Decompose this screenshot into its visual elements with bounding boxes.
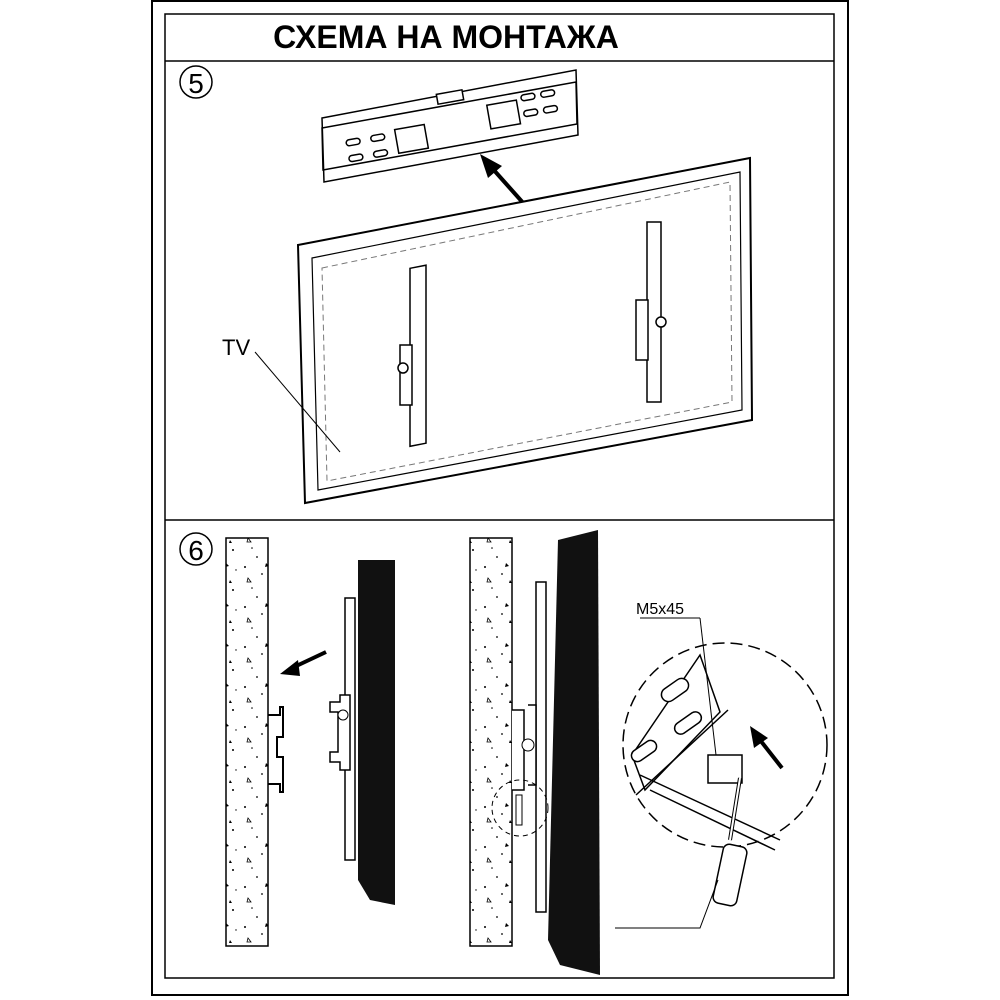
arrow-head-icon (480, 154, 502, 178)
tv-bracket-left (397, 264, 427, 448)
leader-line (254, 351, 341, 453)
arrow-head-icon (280, 660, 300, 676)
step-number-badge (179, 532, 213, 566)
step-6: 6 (179, 530, 828, 975)
wall-plate (321, 69, 579, 183)
detail-view (622, 642, 828, 907)
wall-plate-side (268, 706, 284, 793)
tv-label: TV (222, 335, 250, 360)
wall (469, 537, 513, 947)
step-number: 6 (188, 535, 204, 566)
tv-bracket-right (635, 221, 667, 403)
wall (225, 537, 269, 947)
step-number-badge (179, 65, 213, 99)
step-number: 5 (188, 68, 204, 99)
tv-back (296, 156, 754, 505)
detail-circle (491, 779, 549, 837)
tv-panel (548, 530, 600, 975)
inner-frame (164, 13, 835, 979)
arrow-head-icon (750, 726, 768, 748)
knob-icon (521, 738, 535, 752)
hook (329, 694, 351, 771)
knob-icon (337, 709, 349, 721)
tv-bracket (535, 581, 547, 913)
page-title: СХЕМА НА МОНТАЖА (273, 19, 619, 55)
screw-label: M5x45 (636, 601, 684, 618)
screwdriver (712, 843, 748, 907)
screw (515, 794, 523, 826)
tv-panel (358, 560, 395, 905)
step-5: 5 (179, 65, 754, 505)
leader-line (615, 879, 719, 929)
arrow (490, 166, 527, 207)
arrow (758, 738, 784, 770)
leader-line (699, 617, 717, 756)
outer-frame (151, 0, 849, 996)
